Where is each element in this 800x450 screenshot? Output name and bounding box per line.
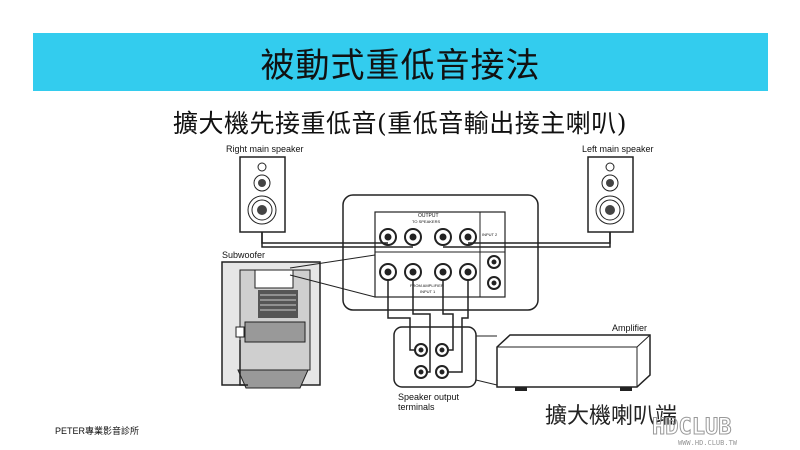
speaker-output-box bbox=[393, 326, 477, 388]
input-terminals bbox=[379, 255, 501, 290]
speaker-wires bbox=[261, 232, 611, 248]
panel-output-label: OUTPUT bbox=[418, 213, 439, 219]
page-title: 被動式重低音接法 bbox=[260, 45, 541, 86]
left-speaker-label: Left main speaker bbox=[582, 144, 654, 154]
speaker-output-label-2: terminals bbox=[398, 402, 435, 412]
panel-input1-label: INPUT 1 bbox=[420, 289, 436, 294]
footer-credit: PETER專業影音診所 bbox=[55, 426, 140, 436]
panel-input2-label: INPUT 2 bbox=[482, 232, 498, 237]
subwoofer-label: Subwoofer bbox=[222, 250, 266, 260]
left-main-speaker bbox=[587, 156, 634, 233]
right-main-speaker bbox=[239, 156, 286, 233]
svg-text:HDCLUB: HDCLUB bbox=[652, 415, 731, 440]
right-speaker-label: Right main speaker bbox=[226, 144, 304, 154]
svg-text:WWW.HD.CLUB.TW: WWW.HD.CLUB.TW bbox=[678, 439, 738, 447]
panel-to-speakers-label: TO SPEAKERS bbox=[412, 219, 441, 224]
page-subtitle: 擴大機先接重低音(重低音輸出接主喇叭) bbox=[172, 109, 627, 138]
amp-speaker-terminal-caption: 擴大機喇叭端 bbox=[545, 404, 678, 429]
output-terminals bbox=[379, 228, 477, 246]
hdclub-watermark-logo: HDCLUB WWW.HD.CLUB.TW bbox=[652, 415, 738, 448]
panel-from-amp-label: FROM AMPLIFIER bbox=[410, 283, 444, 288]
amplifier-label: Amplifier bbox=[612, 323, 648, 333]
amplifier bbox=[496, 334, 651, 391]
amp-wires bbox=[387, 280, 469, 373]
subwoofer bbox=[221, 261, 321, 389]
speaker-output-label: Speaker output bbox=[398, 392, 460, 402]
title-bar: 被動式重低音接法 bbox=[33, 33, 768, 91]
